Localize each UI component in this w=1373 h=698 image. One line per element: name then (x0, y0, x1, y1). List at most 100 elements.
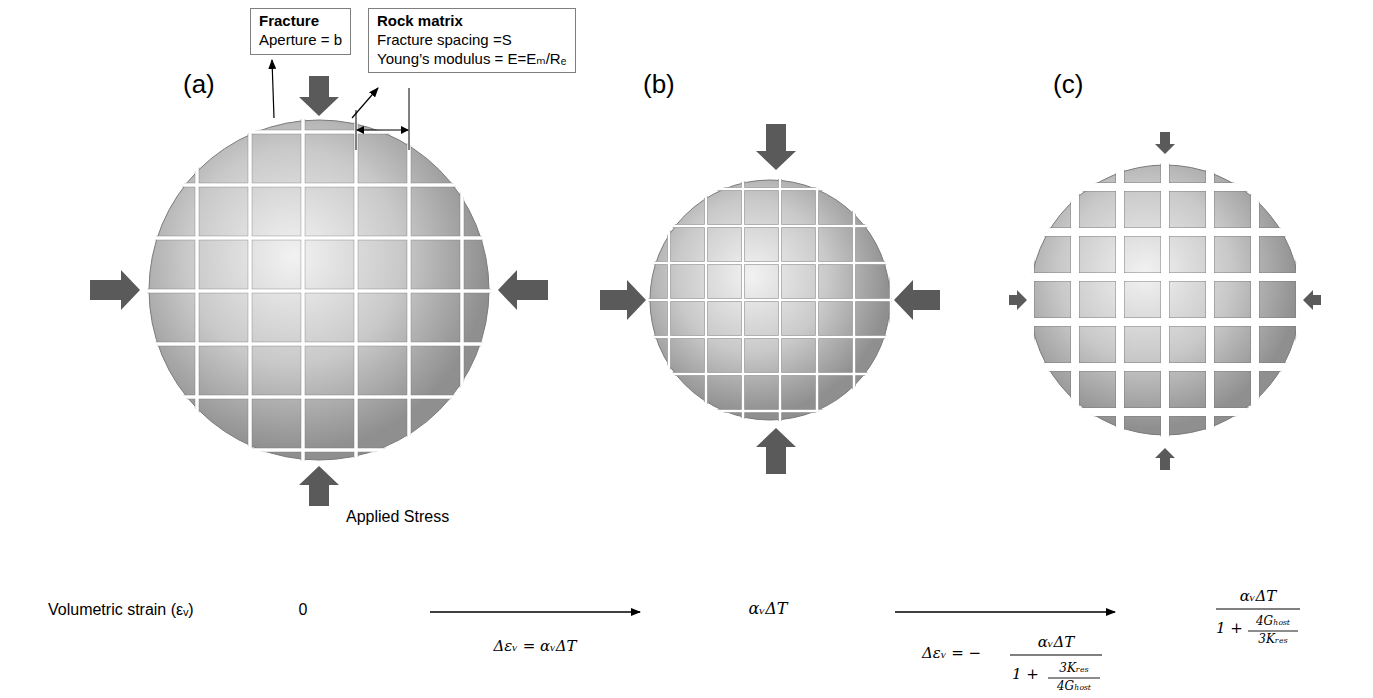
fraction-numerator: 4Gₕₒₛₜ (1256, 615, 1290, 629)
fracture-gap (1026, 408, 1304, 416)
stress-arrow (90, 270, 140, 310)
fracture-gap (145, 130, 493, 134)
stress-arrow (1155, 448, 1175, 470)
dimension-tick (356, 110, 357, 150)
box-heading: Rock matrix (377, 12, 567, 31)
box-text: Young’s modulus = E=Eₘ/Rₑ (377, 50, 567, 69)
fracture-edge (1071, 161, 1079, 439)
stress-label: Applied Stress (346, 508, 449, 526)
fracture-gap (1116, 161, 1124, 439)
fracture-gap (145, 342, 493, 346)
fracture-edge (145, 130, 493, 134)
stress-arrow (756, 428, 796, 474)
fracture-gap (1296, 161, 1304, 439)
fracture-edge (145, 342, 493, 346)
leader-line (272, 60, 274, 118)
axis-label: Volumetric strain (εᵥ) (48, 601, 194, 619)
fracture-gap (145, 289, 493, 293)
box-text: Fracture spacing =S (377, 31, 567, 50)
fraction-denominator: 1 + (1216, 620, 1243, 637)
fracture-edge (646, 262, 894, 265)
fracture-gap (646, 299, 894, 302)
fracture-edge (1161, 161, 1169, 439)
fracture-gap (145, 183, 493, 187)
fracture-edge (145, 448, 493, 452)
stress-arrow (498, 270, 548, 310)
fracture-edge (1296, 161, 1304, 439)
fracture-gap (1161, 161, 1169, 439)
fracture-edge (646, 373, 894, 376)
panel-label: (c) (1053, 70, 1083, 100)
fracture-gap (890, 176, 893, 424)
stress-arrow (894, 280, 940, 320)
fracture-edge (853, 176, 856, 424)
fracture-gap (460, 116, 464, 464)
fracture-edge (145, 236, 493, 240)
fracture-edge (646, 336, 894, 339)
box-heading: Fracture (259, 12, 342, 31)
fracture-gap (853, 176, 856, 424)
fraction-numerator: αᵥΔT (1038, 634, 1075, 651)
spacing-dimension (357, 129, 408, 130)
fracture-gap (646, 373, 894, 376)
fracture-edge (1026, 363, 1304, 371)
fracture-edge (1206, 161, 1214, 439)
strain-change: Δεᵥ = αᵥΔT (493, 638, 576, 655)
fraction-bar (1010, 655, 1102, 656)
process-arrow (895, 611, 1115, 612)
fraction-numerator: αᵥΔT (1240, 588, 1277, 605)
stress-arrow (299, 76, 339, 116)
stress-arrow (1155, 132, 1175, 154)
fraction-denominator: 4Gₕₒₛₜ (1057, 680, 1091, 694)
stress-arrow (756, 124, 796, 170)
fracture-edge (1116, 161, 1124, 439)
stress-arrow (1009, 290, 1027, 310)
fracture-gap (1071, 161, 1079, 439)
fracture-edge (145, 183, 493, 187)
fracture-gap (1026, 363, 1304, 371)
fracture-gap (1206, 161, 1214, 439)
strain-value: 0 (299, 601, 308, 619)
fracture-gap (1026, 161, 1034, 439)
fracture-gap (646, 188, 894, 191)
fracture-grid (145, 116, 493, 464)
fracture-gap (145, 448, 493, 452)
fracture-edge (1026, 318, 1304, 326)
stress-arrow (1303, 290, 1321, 310)
fracture-edge (646, 299, 894, 302)
fracture-edge (1251, 161, 1259, 439)
fracture-gap (646, 336, 894, 339)
text-box: Rock matrixFracture spacing =SYoung’s mo… (368, 8, 576, 73)
fracture-gap (1026, 318, 1304, 326)
fracture-gap (646, 410, 894, 413)
stress-arrow (600, 280, 646, 320)
fracture-edge (646, 225, 894, 228)
fraction-numerator: 3Kᵣₑₛ (1059, 662, 1088, 676)
text-box: FractureAperture = b (250, 8, 351, 55)
fraction-bar (1048, 678, 1100, 679)
strain-value: αᵥΔT (749, 600, 788, 618)
stress-arrow (299, 466, 339, 506)
fracture-gap (646, 262, 894, 265)
fracture-gap (407, 116, 411, 464)
fraction-bar (1216, 609, 1300, 610)
fracture-gap (1251, 161, 1259, 439)
fracture-edge (145, 289, 493, 293)
panel-label: (a) (183, 70, 215, 100)
process-arrow (430, 611, 640, 612)
fracture-edge (460, 116, 464, 464)
stress-arrows (90, 76, 1321, 506)
fracture-gap (816, 176, 819, 424)
fracture-edge (646, 410, 894, 413)
fracture-gap (354, 116, 358, 464)
dimension-tick (409, 88, 410, 150)
fracture-edge (1026, 408, 1304, 416)
fracture-gap (145, 395, 493, 399)
fraction-bar (1248, 631, 1298, 632)
fracture-grid (1026, 161, 1304, 439)
fracture-edge (646, 188, 894, 191)
panel-label: (b) (643, 70, 675, 100)
fracture-edge (407, 116, 411, 464)
fracture-edge (890, 176, 893, 424)
